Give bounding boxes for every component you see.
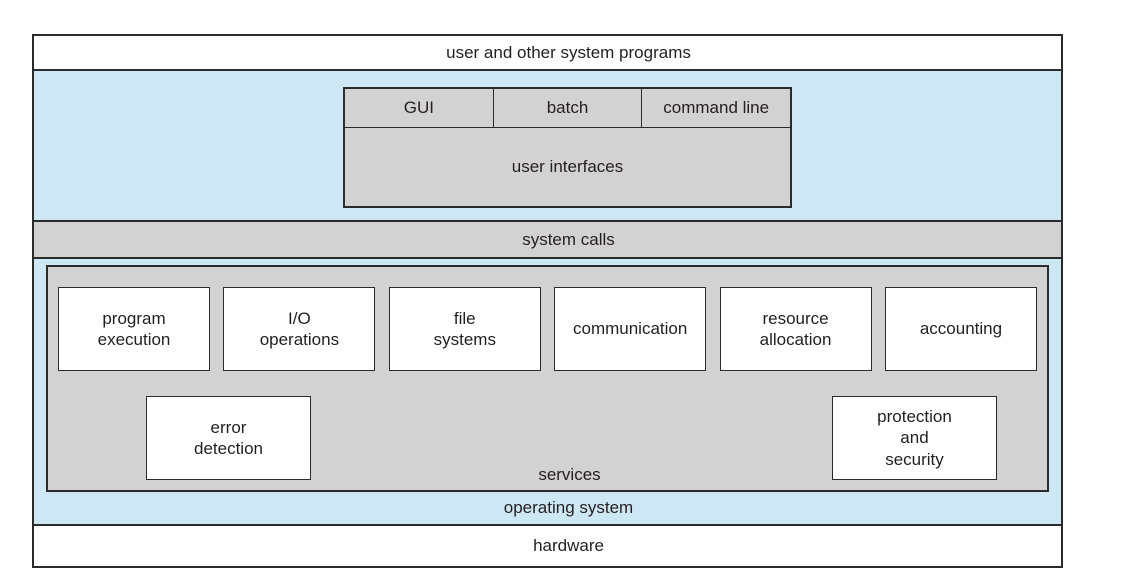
- service-box-resource-allocation: resource allocation: [719, 287, 872, 371]
- ui-cell-gui: GUI: [345, 89, 494, 127]
- user-interfaces-box: GUI batch command line user interfaces: [343, 87, 792, 208]
- service-box-program-execution: program execution: [58, 287, 210, 371]
- services-box: program execution I/O operations file sy…: [46, 265, 1049, 492]
- system-calls-band: system calls: [34, 222, 1061, 259]
- ui-cell-command-line: command line: [663, 98, 770, 117]
- user-programs-band: user and other system programs: [34, 36, 1061, 71]
- services-row-1: program execution I/O operations file sy…: [58, 287, 1037, 371]
- service-box-file-systems: file systems: [388, 287, 541, 371]
- user-interfaces-label: user interfaces: [511, 157, 624, 176]
- service-box-protection-and-security: protection and security: [832, 396, 997, 480]
- service-box-error-detection: error detection: [146, 396, 311, 480]
- hardware-band: hardware: [34, 526, 1061, 566]
- operating-system-label: operating system: [503, 498, 634, 517]
- service-box-accounting: accounting: [884, 287, 1037, 371]
- service-box-io-operations: I/O operations: [223, 287, 376, 371]
- services-label: services: [538, 465, 601, 484]
- ui-cell-batch: batch: [494, 89, 643, 127]
- operating-system-band: program execution I/O operations file sy…: [34, 259, 1061, 526]
- service-box-communication: communication: [554, 287, 707, 371]
- os-services-diagram: user and other system programs GUI batch…: [32, 34, 1063, 568]
- user-interface-band: GUI batch command line user interfaces: [34, 71, 1061, 222]
- user-interface-types-row: GUI batch command line: [345, 89, 790, 128]
